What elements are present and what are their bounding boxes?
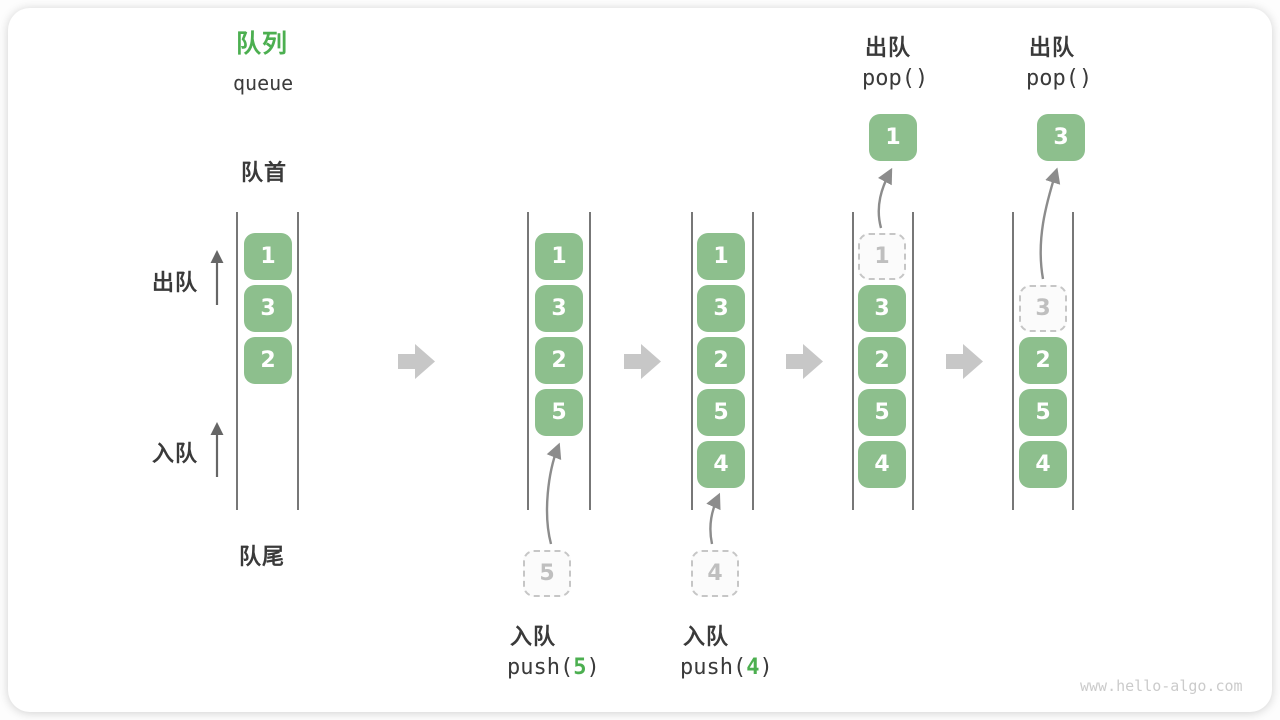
push5-call-post: ) (586, 655, 600, 680)
enqueue-side-label: 入队 (152, 441, 199, 466)
incoming-value-box: 5 (523, 550, 571, 597)
queue-cell: 1 (535, 233, 583, 280)
queue-cell: 2 (535, 337, 583, 384)
queue-cell: 5 (697, 389, 745, 436)
pop2-op-label: 出队 (1029, 35, 1076, 60)
page-subtitle: queue (233, 71, 294, 95)
queue-cell: 3 (535, 285, 583, 332)
push5-call-pre: push( (507, 655, 574, 680)
push4-call-post: ) (759, 655, 773, 680)
queue-cell: 2 (244, 337, 292, 384)
page-title: 队列 (236, 30, 289, 58)
queue-cell: 3 (697, 285, 745, 332)
popped-value-box: 3 (1037, 114, 1085, 161)
dequeue-side-label: 出队 (152, 270, 199, 295)
pop1-op-call: pop() (862, 66, 929, 91)
queue-cell: 3 (244, 285, 292, 332)
queue-cell: 2 (1019, 337, 1067, 384)
push5-op-call: push(5) (507, 655, 600, 680)
queue-cell: 4 (1019, 441, 1067, 488)
queue-cell: 5 (1019, 389, 1067, 436)
queue-cell: 2 (858, 337, 906, 384)
queue-cell: 5 (535, 389, 583, 436)
queue-cell: 5 (858, 389, 906, 436)
push5-call-arg: 5 (573, 655, 587, 680)
incoming-value-box: 4 (691, 550, 739, 597)
popped-slot-box: 3 (1019, 285, 1067, 332)
queue-cell: 1 (244, 233, 292, 280)
push4-call-pre: push( (680, 655, 747, 680)
queue-cell: 2 (697, 337, 745, 384)
queue-cell: 4 (858, 441, 906, 488)
push4-op-call: push(4) (680, 655, 773, 680)
queue-front-label: 队首 (241, 160, 288, 185)
pop2-op-call: pop() (1026, 66, 1093, 91)
queue-rear-label: 队尾 (239, 544, 286, 569)
queue-cell: 4 (697, 441, 745, 488)
queue-cell: 1 (697, 233, 745, 280)
popped-value-box: 1 (869, 114, 917, 161)
diagram-card (8, 8, 1272, 712)
queue-cell: 3 (858, 285, 906, 332)
pop1-op-label: 出队 (865, 35, 912, 60)
popped-slot-box: 1 (858, 233, 906, 280)
push4-call-arg: 4 (746, 655, 760, 680)
push5-op-label: 入队 (510, 624, 557, 649)
push4-op-label: 入队 (683, 624, 730, 649)
site-watermark: www.hello-algo.com (1080, 677, 1243, 695)
